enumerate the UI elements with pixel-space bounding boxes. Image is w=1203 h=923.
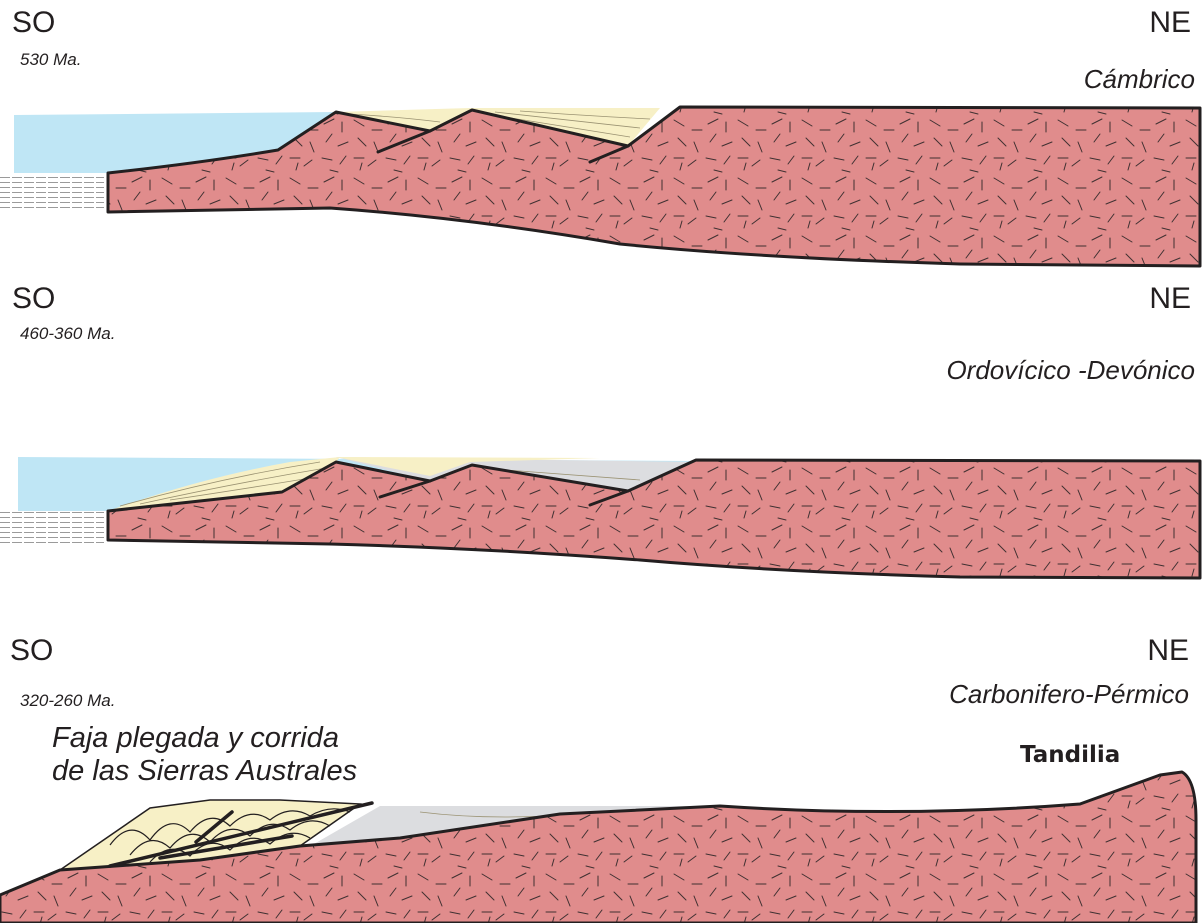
- panel1-age: 530 Ma.: [20, 51, 81, 68]
- panel1-right-direction: NE: [1149, 8, 1191, 38]
- panel3-cross-section: [0, 765, 1203, 923]
- panel3-right-direction: NE: [1147, 636, 1189, 666]
- panel2-period: Ordovícico -Devónico: [946, 357, 1195, 383]
- panel2-shelf-mud: [0, 512, 104, 546]
- panel3-age: 320-260 Ma.: [20, 692, 115, 709]
- panel3-locality-label: Tandilia: [1020, 744, 1120, 767]
- panel1-left-direction: SO: [12, 8, 55, 38]
- panel1-period: Cámbrico: [1084, 66, 1195, 92]
- panel3-period: Carbonifero-Pérmico: [949, 681, 1189, 707]
- panel3-belt-label-line1: Faja plegada y corrida: [52, 722, 339, 754]
- panel3-left-direction: SO: [10, 636, 53, 666]
- panel2-cross-section: [0, 445, 1203, 585]
- panel2-left-direction: SO: [12, 284, 55, 314]
- panel1-cross-section: [0, 95, 1203, 275]
- panel2-age: 460-360 Ma.: [20, 325, 115, 342]
- panel2-right-direction: NE: [1149, 284, 1191, 314]
- panel1-shelf-mud: [0, 174, 104, 212]
